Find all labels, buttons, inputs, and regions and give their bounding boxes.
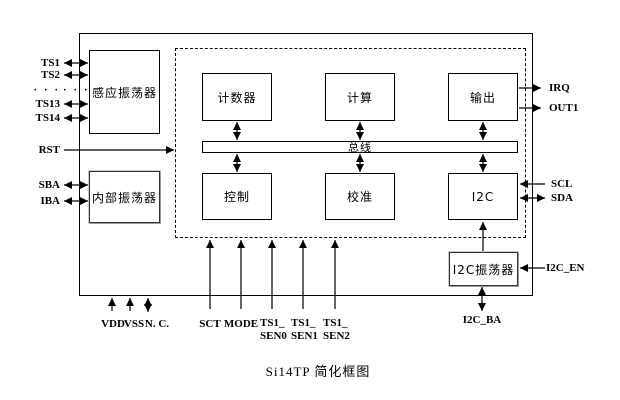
pin-scl: SCL — [551, 178, 573, 190]
pin-sct: SCT — [199, 318, 221, 330]
pin-ts2: TS2 — [41, 69, 60, 81]
block-internal-oscillator-label: 内部振荡器 — [91, 190, 157, 205]
block-output-label: 输出 — [469, 90, 496, 105]
diagram-caption: Si14TP 简化框图 — [265, 364, 371, 379]
pin-sda: SDA — [551, 192, 574, 204]
pin-mode: MODE — [223, 318, 259, 330]
block-calibrate-label: 校准 — [346, 190, 373, 204]
bus-bar: 总线 — [202, 141, 518, 154]
pin-vss: VSS — [123, 318, 145, 330]
block-i2c-oscillator: I2C振荡器 — [449, 252, 518, 286]
pin-ts14: TS14 — [35, 112, 60, 124]
pin-ts13: TS13 — [35, 98, 60, 110]
pin-out1: OUT1 — [549, 102, 579, 114]
block-counter: 计数器 — [202, 73, 272, 121]
block-sense-oscillator: 感应振荡器 — [89, 50, 160, 134]
block-calibrate: 校准 — [325, 173, 395, 220]
pin-ts-ellipsis-wires: · · · — [63, 84, 90, 96]
pin-i2c-ba: I2C_BA — [462, 314, 502, 326]
digital-core-outline — [175, 48, 526, 238]
block-i2c: I2C — [448, 173, 518, 220]
pin-nc: N. C. — [144, 318, 170, 330]
block-compute: 计算 — [325, 73, 395, 121]
pin-irq: IRQ — [549, 82, 570, 94]
pin-rst: RST — [38, 144, 60, 156]
block-sense-oscillator-label: 感应振荡器 — [91, 85, 157, 100]
pin-iba: IBA — [40, 195, 60, 207]
pin-ts1-sen2: TS1_ SEN2 — [323, 317, 350, 342]
block-counter-label: 计数器 — [217, 90, 257, 105]
pin-ts1-sen1: TS1_ SEN1 — [291, 317, 318, 342]
bus-label: 总线 — [348, 141, 372, 154]
block-compute-label: 计算 — [346, 90, 373, 105]
block-i2c-label: I2C — [471, 189, 495, 204]
pin-ts-ellipsis-labels: · · · — [33, 84, 60, 96]
pin-ts1: TS1 — [41, 57, 60, 69]
pin-sba: SBA — [38, 179, 60, 191]
pin-i2c-en: I2C_EN — [546, 262, 585, 274]
block-output: 输出 — [448, 73, 518, 121]
pin-vdd: VDD — [101, 318, 125, 330]
block-internal-oscillator: 内部振荡器 — [89, 171, 160, 223]
pin-ts1-sen0: TS1_ SEN0 — [260, 317, 287, 342]
block-control: 控制 — [202, 173, 272, 220]
chip-outline — [79, 33, 533, 296]
block-i2c-oscillator-label: I2C振荡器 — [452, 262, 515, 277]
block-control-label: 控制 — [223, 190, 250, 204]
